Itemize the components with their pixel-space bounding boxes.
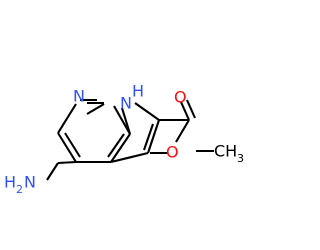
methyl-subscript-label: 3 xyxy=(237,152,244,165)
carbonyl-oxygen-label: O xyxy=(174,88,187,107)
bond xyxy=(134,102,160,121)
amine-bond xyxy=(57,160,77,165)
molecule-diagram: N N H H 2 N O O CH 3 xyxy=(4,82,244,197)
pyrrole-ring xyxy=(110,102,160,164)
structure-svg: N N H H 2 N O O CH 3 xyxy=(4,82,244,197)
amine-subscript-label: 2 xyxy=(16,183,23,196)
amine-h-label: H xyxy=(4,173,16,192)
methyl-label: CH xyxy=(214,142,237,161)
bond xyxy=(113,105,131,135)
ester-oxygen-label: O xyxy=(166,143,179,162)
carbonyl-bond xyxy=(180,101,190,121)
bond xyxy=(147,119,160,154)
ester-group xyxy=(150,99,214,155)
pyridine-nitrogen-label: N xyxy=(73,87,85,106)
amine-n-label: N xyxy=(24,173,36,192)
bond xyxy=(86,103,105,115)
carbonyl-bond xyxy=(186,99,196,119)
ester-bond xyxy=(175,119,190,143)
bond xyxy=(107,133,125,158)
bond xyxy=(143,123,154,151)
pyrrole-nitrogen-label: N xyxy=(120,94,132,113)
bond xyxy=(110,151,149,164)
pyrrole-hydrogen-label: H xyxy=(132,82,144,101)
bond xyxy=(57,132,77,163)
bond xyxy=(110,133,131,163)
amine-bond-2 xyxy=(46,162,59,181)
bond xyxy=(57,103,77,134)
bond xyxy=(64,132,81,158)
bond xyxy=(120,107,132,135)
pyridine-ring xyxy=(57,98,131,164)
